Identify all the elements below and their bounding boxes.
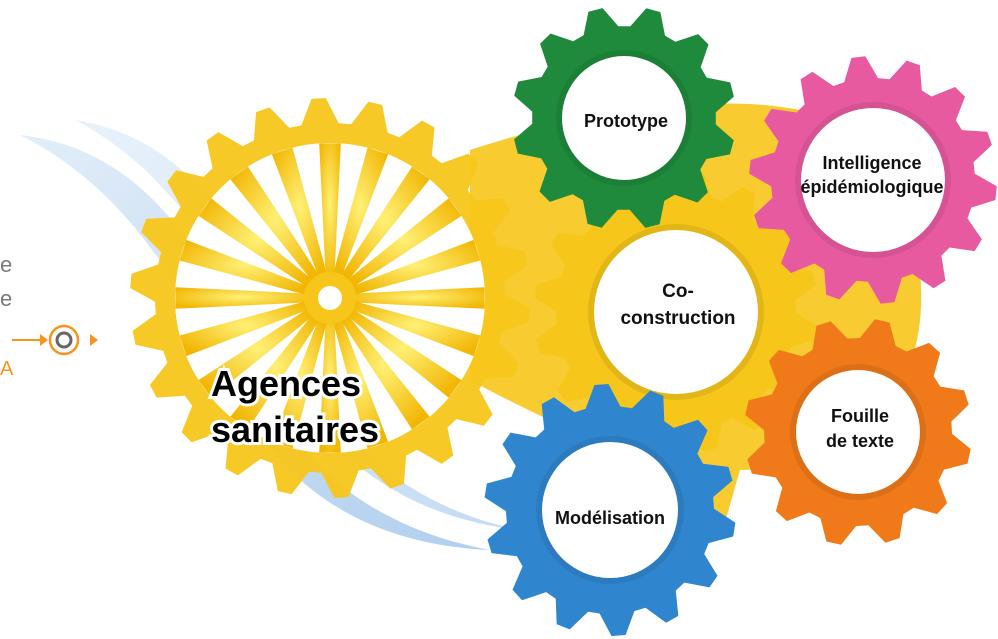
prototype-label: Prototype (584, 111, 668, 131)
sun-spoke (179, 300, 311, 357)
sun-spoke (198, 198, 316, 289)
logo: e e A (0, 252, 98, 380)
agences-label-line1: Agences (211, 363, 361, 404)
logo-text-line3: A (0, 358, 14, 380)
intelligence-label-line1: Intelligence (822, 153, 921, 173)
sun-spoke (319, 319, 341, 453)
sun-spoke (344, 307, 462, 398)
agences-label-line2: sanitaires (211, 409, 379, 450)
sun-spoke (271, 317, 328, 449)
sun-spoke (179, 239, 311, 296)
sun-spoke (332, 147, 389, 279)
eye-pupil-icon (55, 331, 73, 349)
modelisation-label: Modélisation (555, 508, 665, 528)
logo-text-line2: e (0, 286, 12, 311)
gear-hole (801, 108, 945, 252)
logo-arrow-left-icon (40, 334, 48, 346)
sun-spoke (349, 300, 481, 357)
logo-arrow-right-icon (90, 334, 98, 346)
fouille-label-line1: Fouille (831, 406, 889, 426)
prototype-gear (514, 8, 734, 228)
sun-spoke (351, 287, 485, 309)
sun-gear (130, 98, 530, 498)
coconstruction-label-line1: Co- (662, 281, 694, 302)
gear-hole (542, 442, 678, 578)
gear-hole (562, 56, 686, 180)
sun-spoke (344, 198, 462, 289)
sun-spoke (198, 307, 316, 398)
sun-spoke (332, 317, 389, 449)
modelisation-gear (484, 384, 736, 636)
intelligence-label-line2: épidémiologique (800, 177, 943, 197)
sun-spoke (339, 166, 430, 284)
sun-spoke (319, 143, 341, 277)
logo-text-line1: e (0, 252, 12, 277)
coconstruction-label-line2: construction (620, 308, 735, 329)
gear-hole (594, 230, 758, 394)
sun-spoke (271, 147, 328, 279)
sun-spoke (339, 312, 430, 430)
fouille-gear (745, 319, 971, 545)
sun-spoke (349, 239, 481, 296)
intelligence-gear (749, 56, 997, 304)
sun-spoke (230, 312, 321, 430)
coconstruction-gear (534, 170, 818, 454)
sun-spoke (230, 166, 321, 284)
sun-spoke (175, 287, 309, 309)
eye-icon (48, 324, 80, 356)
gear-hole (796, 370, 920, 494)
sun-hub-hole (318, 286, 342, 310)
fouille-label-line2: de texte (826, 431, 894, 451)
